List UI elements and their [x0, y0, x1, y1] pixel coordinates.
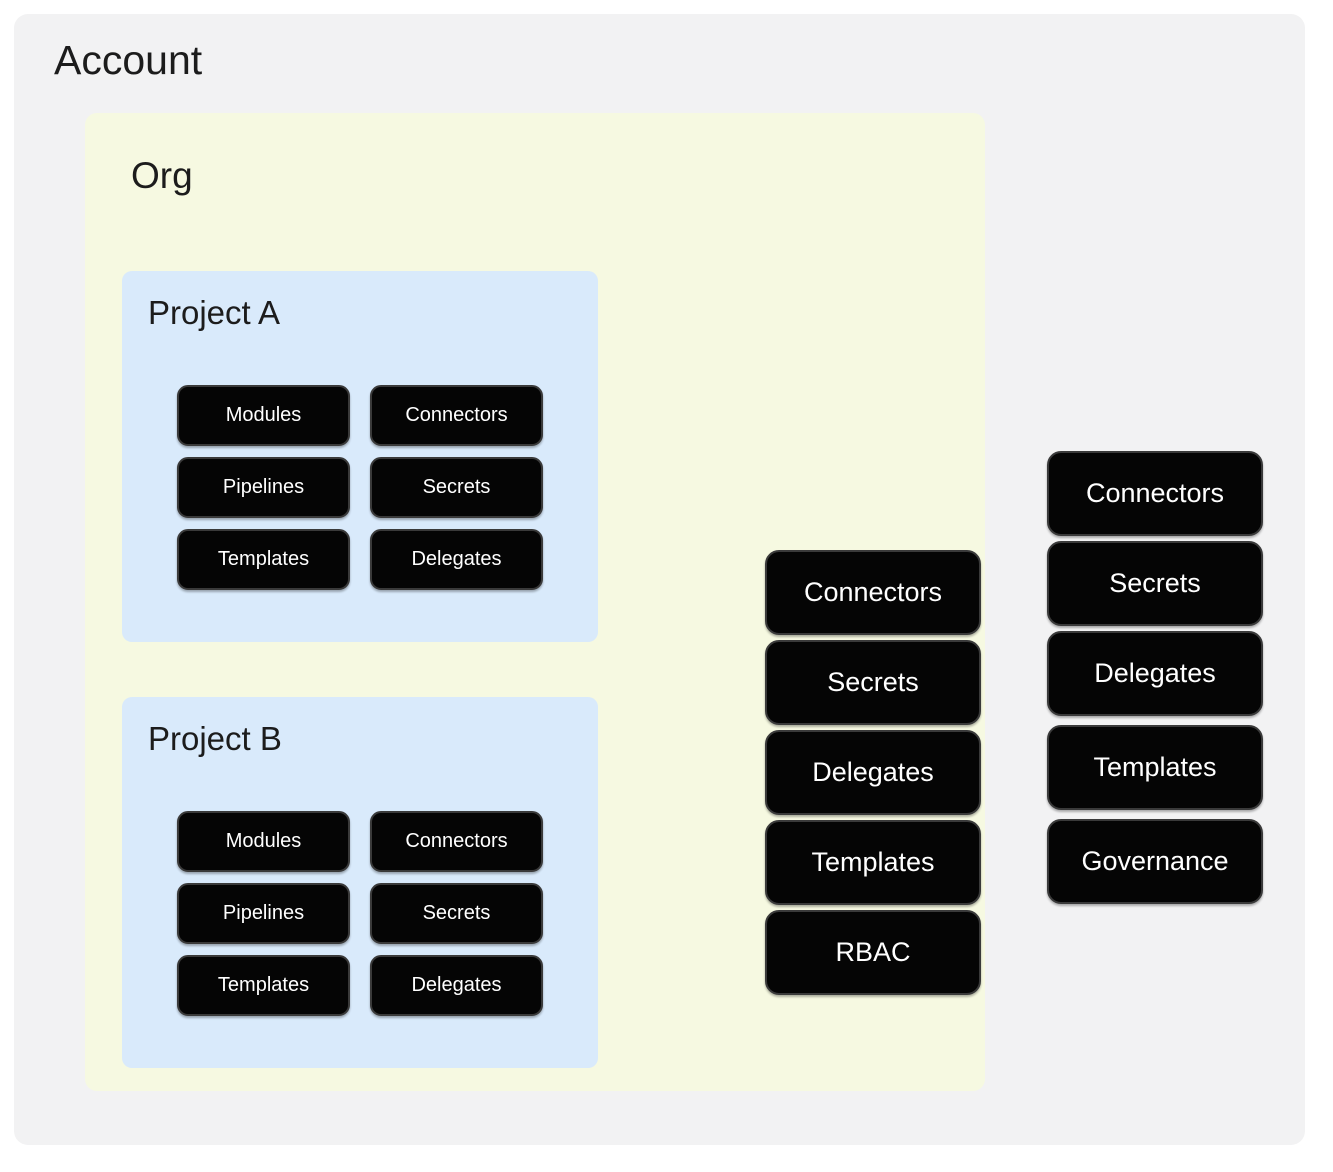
resource-box[interactable]: Templates: [765, 820, 981, 905]
org-resource-column: Connectors Secrets Delegates Templates R…: [765, 550, 981, 1000]
resource-box[interactable]: Connectors: [370, 811, 543, 872]
project-scope-container-b: Project B Modules Connectors Pipelines S…: [122, 697, 598, 1068]
resource-box[interactable]: Delegates: [1047, 631, 1263, 716]
project-scope-container-a: Project A Modules Connectors Pipelines S…: [122, 271, 598, 642]
project-resource-grid-b: Modules Connectors Pipelines Secrets Tem…: [177, 811, 543, 1027]
project-title-a: Project A: [148, 294, 281, 331]
resource-box[interactable]: Secrets: [1047, 541, 1263, 626]
resource-box[interactable]: Secrets: [765, 640, 981, 725]
org-scope-container: Org Project A Modules Connectors Pipelin…: [85, 113, 985, 1091]
resource-box[interactable]: Templates: [177, 955, 350, 1016]
resource-box[interactable]: Pipelines: [177, 883, 350, 944]
account-resource-column: Connectors Secrets Delegates Templates G…: [1047, 451, 1263, 909]
project-title-b: Project B: [148, 720, 282, 757]
resource-box[interactable]: RBAC: [765, 910, 981, 995]
resource-box[interactable]: Connectors: [370, 385, 543, 446]
org-scope-title: Org: [131, 155, 193, 196]
project-resource-grid-a: Modules Connectors Pipelines Secrets Tem…: [177, 385, 543, 601]
resource-box[interactable]: Delegates: [765, 730, 981, 815]
account-scope-container: Account Org Project A Modules Connectors…: [14, 14, 1305, 1145]
resource-box[interactable]: Connectors: [765, 550, 981, 635]
resource-box[interactable]: Templates: [177, 529, 350, 590]
resource-box[interactable]: Governance: [1047, 819, 1263, 904]
resource-box[interactable]: Delegates: [370, 955, 543, 1016]
resource-box[interactable]: Modules: [177, 811, 350, 872]
resource-box[interactable]: Pipelines: [177, 457, 350, 518]
resource-box[interactable]: Modules: [177, 385, 350, 446]
resource-box[interactable]: Secrets: [370, 457, 543, 518]
resource-box[interactable]: Connectors: [1047, 451, 1263, 536]
resource-box[interactable]: Templates: [1047, 725, 1263, 810]
resource-box[interactable]: Secrets: [370, 883, 543, 944]
resource-box[interactable]: Delegates: [370, 529, 543, 590]
account-scope-title: Account: [54, 37, 203, 83]
